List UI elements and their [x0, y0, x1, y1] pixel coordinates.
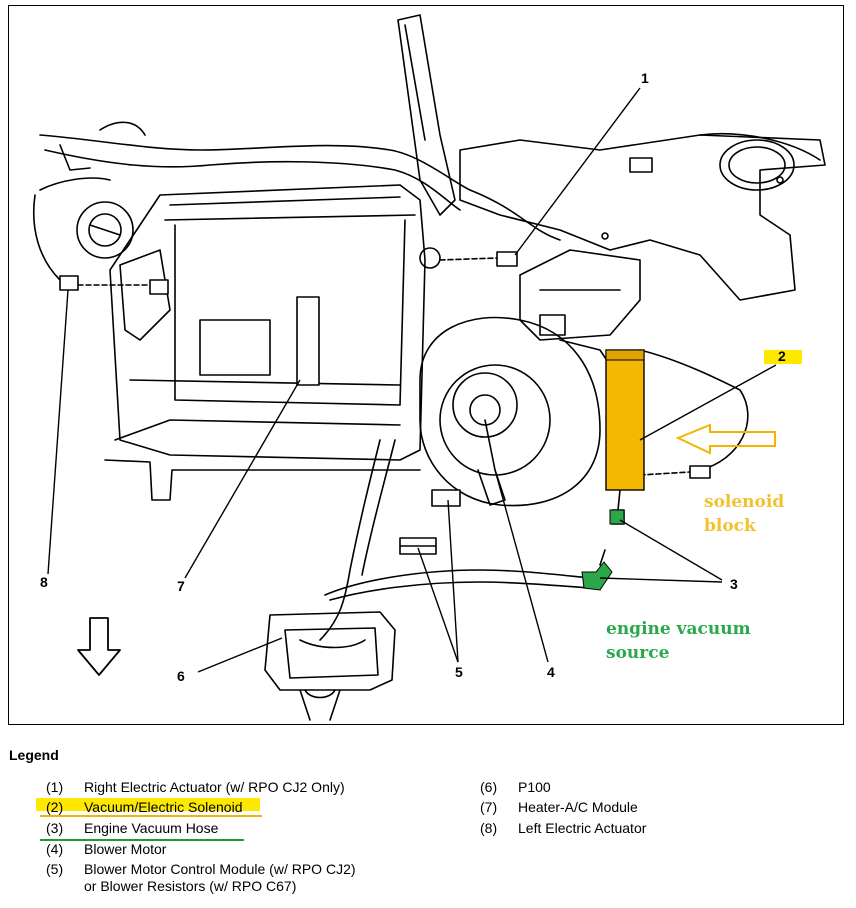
leader-1: [514, 87, 641, 256]
leader-6: [197, 637, 283, 673]
callout-8: 8: [40, 574, 48, 590]
left-actuator: [76, 201, 134, 259]
leader-8: [47, 289, 69, 575]
right-actuator: [496, 251, 518, 267]
engine-vacuum-hose: [324, 569, 591, 596]
leader-3b: [599, 577, 723, 583]
callout-5: 5: [455, 664, 463, 680]
leader-5b: [447, 499, 459, 663]
callout-2: 2: [778, 348, 786, 364]
dash-panel: [459, 134, 826, 301]
vacuum-elbow: [581, 561, 613, 591]
leader-2: [639, 364, 777, 441]
heater-core-tab: [296, 296, 320, 386]
dash-hole: [719, 139, 795, 191]
legend-item-2: (2)Vacuum/Electric Solenoid: [46, 799, 243, 815]
legend-item-8: (8)Left Electric Actuator: [480, 820, 647, 836]
solenoid-block: [605, 349, 645, 491]
down-arrow: [77, 617, 121, 676]
blower-motor: [439, 364, 551, 476]
legend-title: Legend: [9, 747, 59, 763]
vacuum-annotation-line1: engine vacuum: [606, 619, 751, 639]
solenoid-pointer-arrow: [675, 423, 776, 455]
callout-3: 3: [730, 576, 738, 592]
callout-7: 7: [177, 578, 185, 594]
hvac-diagram: [32, 14, 826, 721]
callout-1: 1: [641, 70, 649, 86]
leader-5a: [417, 547, 459, 663]
leader-3a: [619, 519, 723, 581]
p100-grommet: [264, 611, 396, 691]
diagram-frame: [8, 5, 844, 725]
legend-2-highlight: [36, 798, 260, 811]
legend-item-6: (6)P100: [480, 779, 551, 795]
legend-item-4: (4)Blower Motor: [46, 841, 167, 857]
solenoid-annotation: solenoid block: [704, 490, 784, 538]
legend-item-5: (5)Blower Motor Control Module (w/ RPO C…: [46, 861, 356, 877]
heater-ac-module: [109, 184, 426, 461]
solenoid-annotation-line1: solenoid: [704, 492, 785, 512]
legend-item-1: (1)Right Electric Actuator (w/ RPO CJ2 O…: [46, 779, 345, 795]
callout-2-highlight: [764, 350, 802, 364]
callout-6: 6: [177, 668, 185, 684]
leader-4: [494, 469, 549, 663]
legend-item-7: (7)Heater-A/C Module: [480, 799, 638, 815]
legend-2-underline: [40, 815, 262, 817]
solenoid-annotation-line2: block: [704, 516, 756, 536]
vacuum-annotation: engine vacuum source: [606, 617, 751, 665]
wiring-harness-top: [39, 134, 561, 241]
legend-item-3: (3)Engine Vacuum Hose: [46, 820, 219, 836]
callout-4: 4: [547, 664, 555, 680]
wiring-harness-right: [639, 349, 749, 471]
legend-item-5-cont: or Blower Resistors (w/ RPO C67): [84, 878, 297, 894]
blower-housing: [419, 316, 601, 507]
legend-3-underline: [40, 839, 244, 841]
leader-7: [184, 379, 301, 579]
vacuum-annotation-line2: source: [606, 643, 670, 663]
right-actuator-bracket: [519, 249, 641, 341]
